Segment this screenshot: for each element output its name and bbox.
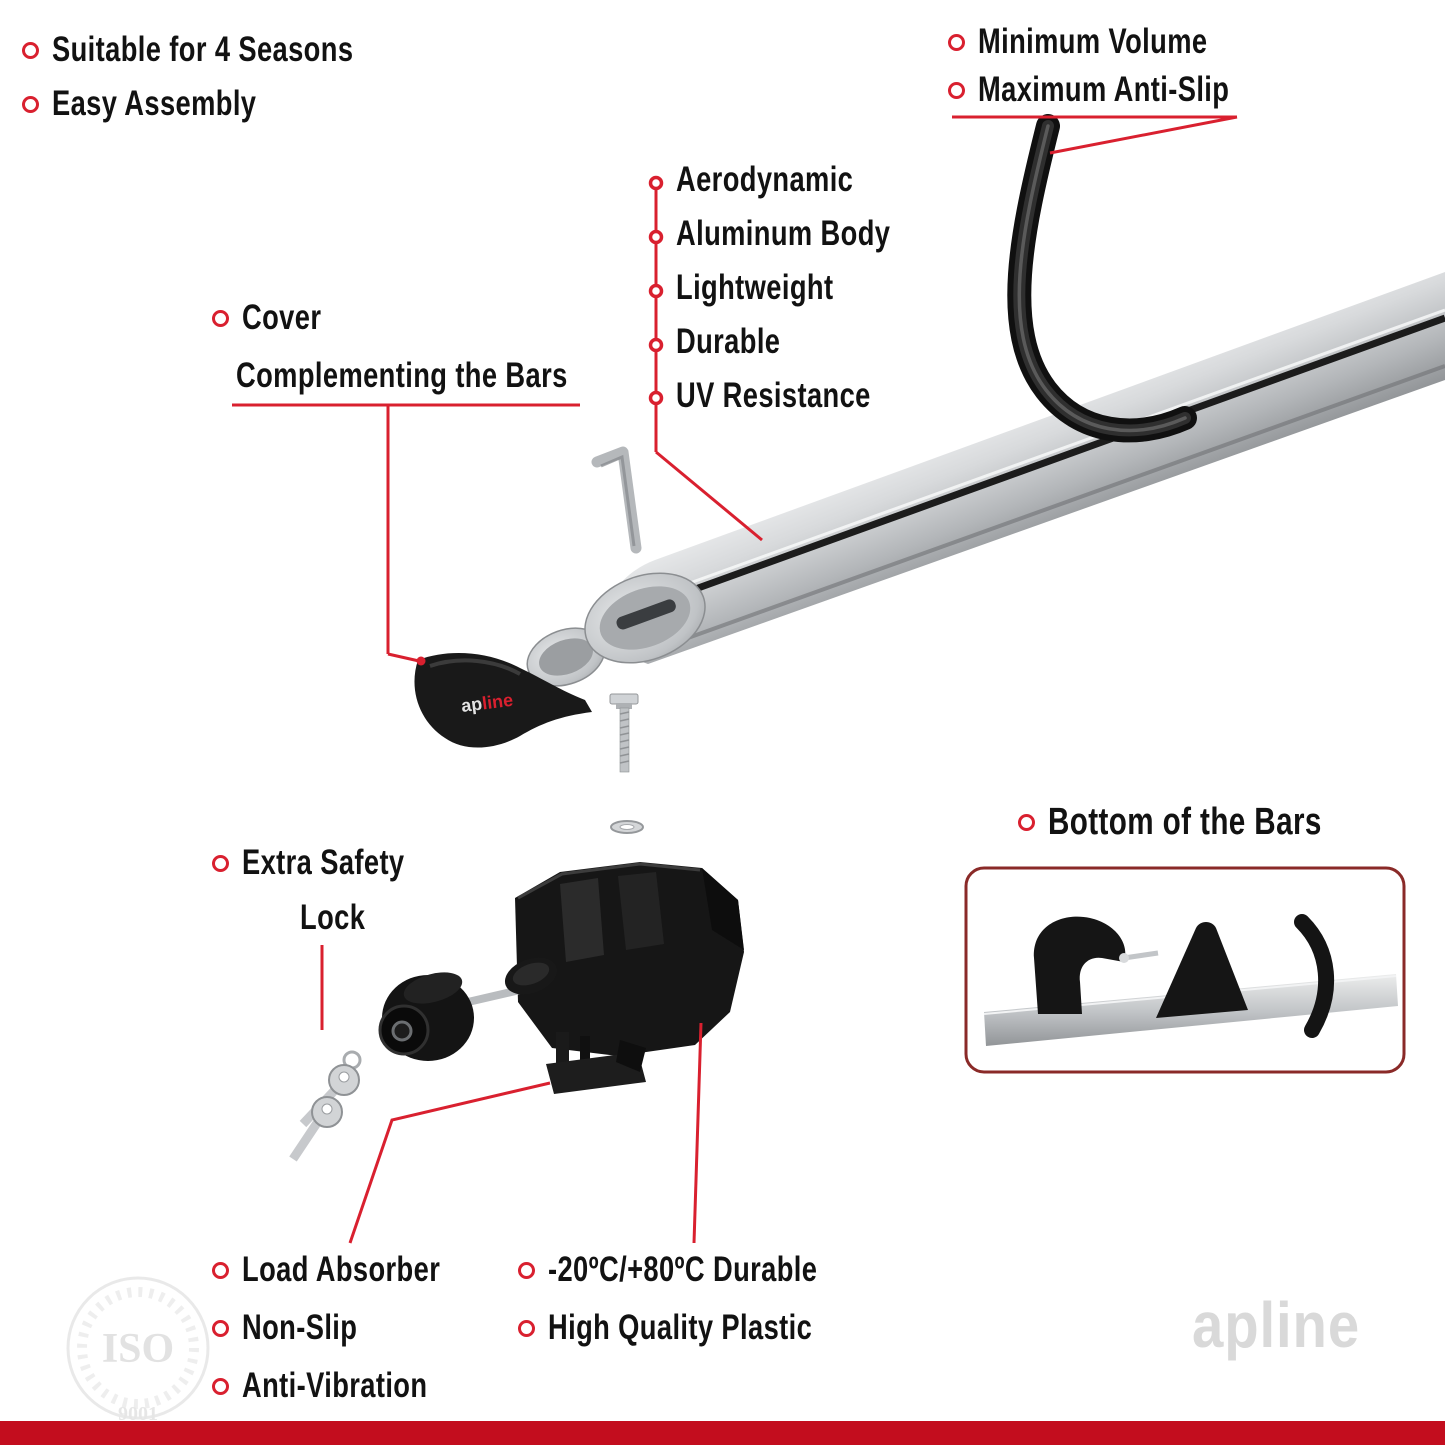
label-extra-safety: Extra Safety (212, 843, 450, 883)
cover-piece: apline (414, 653, 592, 748)
washer-icon (610, 820, 644, 834)
label-minimum-volume: Minimum Volume (948, 22, 1272, 62)
label-cover: Cover (212, 298, 344, 338)
bolt-icon (609, 693, 639, 773)
bullet-icon (212, 854, 229, 872)
bullet-icon (22, 95, 39, 113)
bar-top-groove (663, 314, 1445, 604)
bottom-bars-box (964, 866, 1406, 1074)
label-temperature-durable: -20ºC/+80ºC Durable (518, 1250, 893, 1290)
bullet-icon (1018, 814, 1035, 831)
label-anti-vibration: Anti-Vibration (212, 1366, 480, 1406)
box-claw (1033, 916, 1126, 1014)
label-high-quality-plastic: High Quality Plastic (518, 1308, 887, 1348)
clamp-part (546, 1032, 646, 1094)
label-aluminum-body: Aluminum Body (676, 214, 891, 253)
iso-stamp: ISO 9001 (66, 1276, 210, 1425)
box-strip (1294, 914, 1335, 1038)
foot-bracket (515, 862, 744, 1056)
bullet-icon (948, 81, 965, 99)
allen-key-icon (591, 446, 642, 554)
bullet-icon (948, 33, 965, 51)
iso-stamp-title: ISO (102, 1326, 174, 1372)
cover-logo: apline (460, 690, 514, 716)
bullet-icon (22, 41, 39, 59)
label-lightweight: Lightweight (676, 268, 834, 307)
label-suitable-seasons: Suitable for 4 Seasons (22, 30, 438, 70)
bullet-icon (518, 1319, 535, 1337)
bar-end-cap (526, 572, 706, 687)
aluminum-bar (526, 272, 1445, 687)
brand-watermark: apline (1192, 1289, 1361, 1361)
bullet-icon (212, 1319, 229, 1337)
bullet-icon (212, 309, 229, 327)
box-wedge (1156, 922, 1248, 1018)
rubber-strip (1007, 114, 1197, 443)
label-load-absorber: Load Absorber (212, 1250, 496, 1290)
label-uv-resistance: UV Resistance (676, 376, 871, 415)
cover-line-dot (416, 656, 426, 666)
bullet-icon (212, 1261, 229, 1279)
label-easy-assembly: Easy Assembly (22, 84, 314, 124)
callout-lines (232, 115, 1238, 1244)
label-non-slip: Non-Slip (212, 1308, 390, 1348)
bullet-icon (212, 1377, 229, 1395)
footer-bar (0, 1421, 1445, 1445)
label-lock: Lock (300, 898, 366, 937)
label-cover-line2: Complementing the Bars (236, 356, 568, 395)
safety-lock (378, 957, 558, 1061)
label-aerodynamic: Aerodynamic (676, 160, 854, 199)
label-maximum-antislip: Maximum Anti-Slip (948, 70, 1300, 110)
label-durable: Durable (676, 322, 781, 361)
label-bottom-of-bars: Bottom of the Bars (1018, 801, 1399, 844)
keys-icon (289, 1050, 362, 1162)
iso-stamp-subtitle: 9001 (118, 1403, 158, 1425)
bullet-icon (518, 1261, 535, 1279)
feature-bullets (648, 175, 664, 406)
